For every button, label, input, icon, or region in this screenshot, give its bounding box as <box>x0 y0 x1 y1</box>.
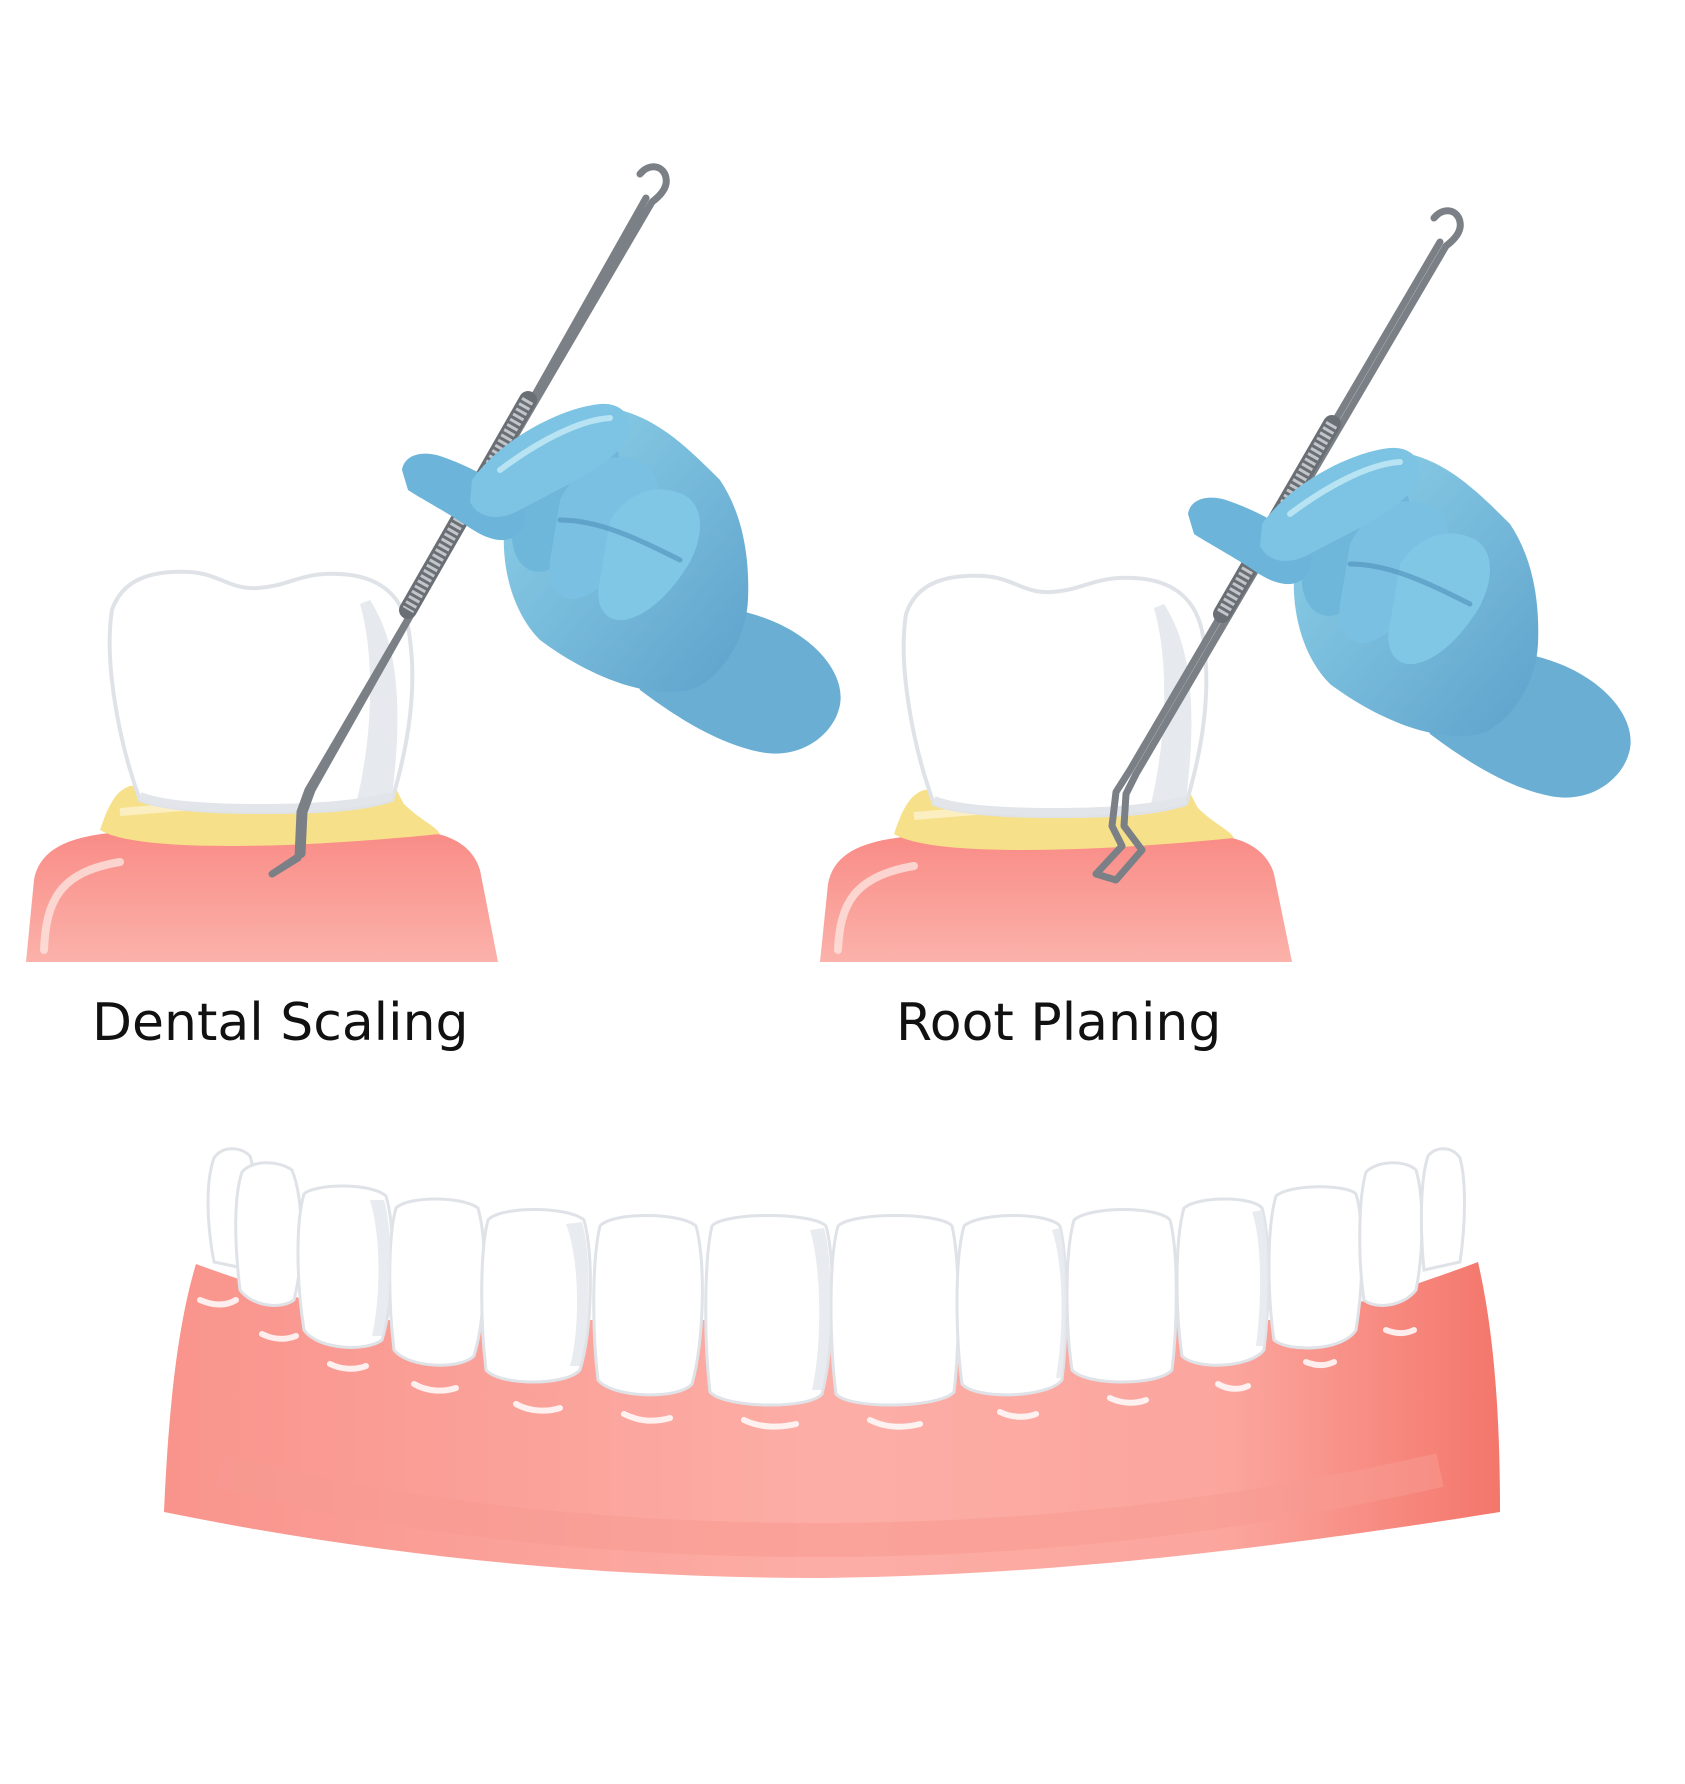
planing-panel <box>820 207 1631 962</box>
gloved-hand-icon <box>1188 447 1631 798</box>
gum-left <box>26 829 498 962</box>
lower-teeth <box>206 1147 1466 1407</box>
gloved-hand-icon <box>402 403 841 754</box>
root-planing-label: Root Planing <box>896 993 1222 1053</box>
scaling-panel <box>26 163 841 962</box>
gum-right <box>820 833 1292 962</box>
tooth-icon <box>901 573 1209 819</box>
dental-scaling-label: Dental Scaling <box>92 993 469 1053</box>
lower-jaw-icon <box>164 1147 1500 1578</box>
